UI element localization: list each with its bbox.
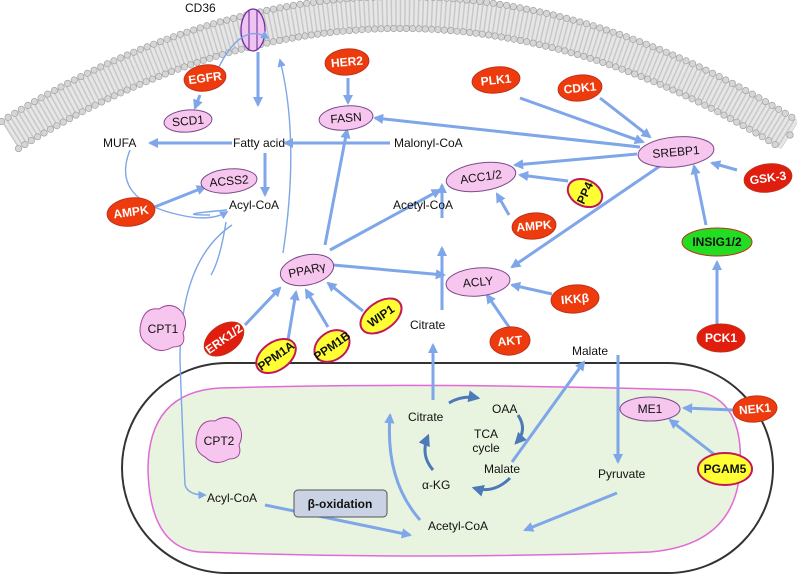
node-pp4: PP4 bbox=[566, 177, 604, 209]
node-her2-label: HER2 bbox=[330, 54, 363, 71]
node-erk: ERK1/2 bbox=[203, 321, 246, 357]
node-nek1: NEK1 bbox=[732, 395, 778, 423]
metabolite-labels: Fatty acid MUFA Malonyl-CoA Acyl-CoA Ace… bbox=[103, 136, 646, 533]
tca-cycle-label: cycle bbox=[472, 441, 500, 455]
node-scd1: SCD1 bbox=[163, 109, 213, 133]
node-pck1-label: PCK1 bbox=[705, 331, 737, 345]
pyruvate-label: Pyruvate bbox=[598, 467, 646, 481]
malate-mito-label: Malate bbox=[484, 462, 520, 476]
node-ampk1: AMPK bbox=[511, 212, 557, 240]
citrate-label: Citrate bbox=[410, 318, 446, 332]
node-pgam5-label: PGAM5 bbox=[704, 462, 747, 476]
node-her2: HER2 bbox=[324, 48, 370, 76]
node-insig-label: INSIG1/2 bbox=[692, 235, 742, 249]
node-me1: ME1 bbox=[619, 396, 681, 422]
node-pck1: PCK1 bbox=[696, 323, 746, 353]
node-me1-label: ME1 bbox=[638, 402, 663, 416]
beta-oxidation-box: β-oxidation bbox=[293, 489, 388, 518]
node-nek1-label: NEK1 bbox=[738, 401, 771, 418]
node-acss2: ACSS2 bbox=[200, 168, 258, 194]
node-egfr: EGFR bbox=[183, 64, 227, 92]
node-pgam5: PGAM5 bbox=[697, 452, 753, 486]
node-wip1: WIP1 bbox=[359, 297, 403, 335]
node-acc: ACC1/2 bbox=[445, 161, 517, 193]
node-gsk3: GSK-3 bbox=[743, 163, 793, 193]
acyl-coa-label: Acyl-CoA bbox=[229, 198, 279, 212]
cd36-label: CD36 bbox=[185, 1, 216, 15]
node-ikkb-label: IKKβ bbox=[560, 291, 589, 307]
tca-label: TCA bbox=[474, 427, 498, 441]
node-fasn-label: FASN bbox=[330, 110, 362, 127]
node-insig: INSIG1/2 bbox=[681, 227, 753, 257]
node-akt-label: AKT bbox=[497, 333, 523, 349]
node-srebp1: SREBP1 bbox=[637, 136, 715, 168]
node-srebp1-label: SREBP1 bbox=[652, 143, 701, 161]
node-cpt1-label: CPT1 bbox=[148, 322, 179, 336]
node-egfr-label: EGFR bbox=[188, 69, 223, 88]
akg-label: α-KG bbox=[422, 478, 450, 492]
node-ampk2-label: AMPK bbox=[113, 203, 150, 222]
beta-oxidation-label: β-oxidation bbox=[308, 497, 373, 511]
tca-cycle-arrows bbox=[418, 390, 527, 497]
cell-membrane bbox=[0, 0, 797, 153]
node-fasn: FASN bbox=[318, 105, 374, 131]
mitochondrion bbox=[121, 362, 774, 574]
node-cdk1-label: CDK1 bbox=[563, 79, 597, 96]
thin-arrows bbox=[125, 30, 292, 500]
node-ampk2: AMPK bbox=[106, 197, 156, 227]
malate-label: Malate bbox=[572, 344, 608, 358]
cd36-transporter: CD36 bbox=[185, 1, 266, 52]
node-plk1: PLK1 bbox=[471, 66, 521, 94]
citrate-mito-label: Citrate bbox=[408, 410, 444, 424]
node-gsk3-label: GSK-3 bbox=[749, 168, 788, 187]
malonyl-coa-label: Malonyl-CoA bbox=[394, 136, 463, 150]
node-pparg: PPARγ bbox=[279, 253, 335, 287]
acetyl-coa-label: Acetyl-CoA bbox=[393, 198, 453, 212]
node-ikkb: IKKβ bbox=[550, 284, 600, 314]
node-acly: ACLY bbox=[445, 267, 511, 297]
node-scd1-label: SCD1 bbox=[171, 113, 204, 130]
node-cpt2-label: CPT2 bbox=[204, 434, 235, 448]
node-plk1-label: PLK1 bbox=[480, 71, 512, 88]
node-ampk1-label: AMPK bbox=[516, 217, 553, 234]
node-cpt1: CPT1 bbox=[139, 305, 187, 351]
oaa-label: OAA bbox=[492, 402, 517, 416]
node-akt: AKT bbox=[489, 326, 531, 356]
node-acly-label: ACLY bbox=[462, 274, 494, 291]
node-cpt2: CPT2 bbox=[195, 417, 243, 463]
fatty-acid-label: Fatty acid bbox=[233, 136, 285, 150]
node-cdk1: CDK1 bbox=[557, 74, 603, 102]
mufa-label: MUFA bbox=[103, 136, 136, 150]
node-acss2-label: ACSS2 bbox=[209, 172, 250, 189]
pathway-arrows bbox=[146, 52, 738, 539]
acetyl-coa-mito-label: Acetyl-CoA bbox=[428, 519, 488, 533]
acyl-coa-mito-label: Acyl-CoA bbox=[207, 491, 257, 505]
node-acc-label: ACC1/2 bbox=[459, 167, 503, 187]
